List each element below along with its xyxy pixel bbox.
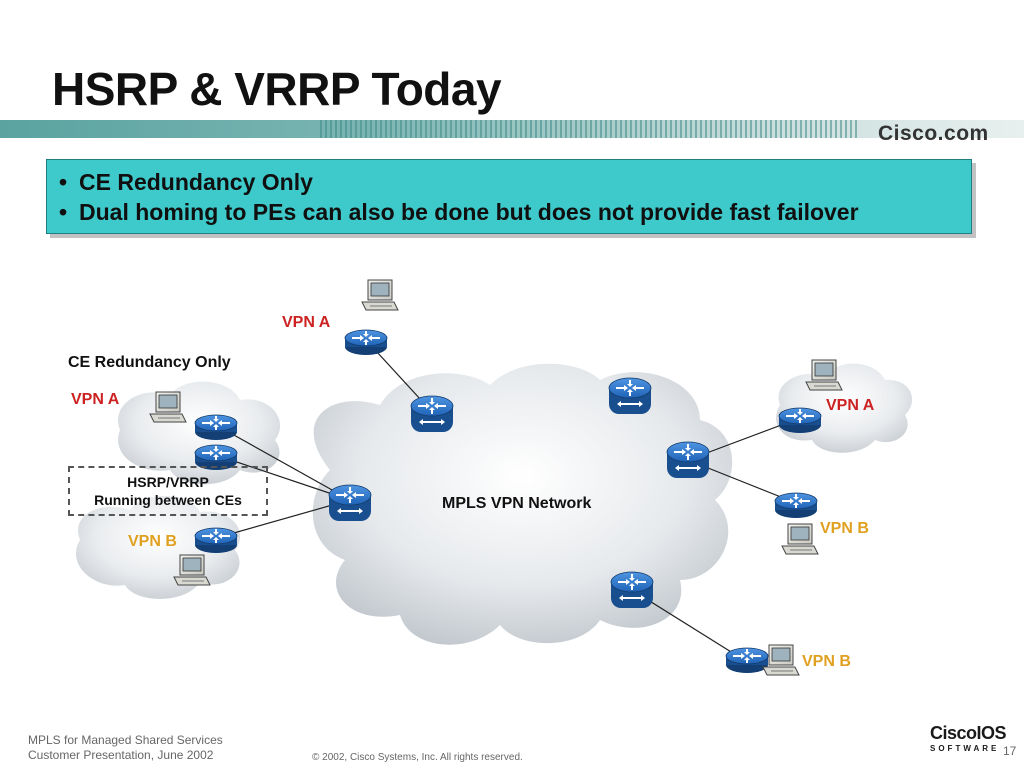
- ce-router-left-vpn-b: [194, 527, 238, 554]
- vpn-label-right-a: VPN A: [826, 397, 875, 414]
- hsrp-line-1: HSRP/VRRP: [127, 474, 209, 490]
- bullet-text: Dual homing to PEs can also be done but …: [79, 199, 859, 225]
- pe-router-right: [666, 441, 710, 479]
- section-heading: CE Redundancy Only: [68, 354, 231, 371]
- bullet-text: CE Redundancy Only: [79, 169, 313, 195]
- header-stripe-bar: [0, 120, 1024, 138]
- ce-router-bottom-vpn-b: [725, 647, 769, 674]
- footer-line-2: Customer Presentation, June 2002: [28, 748, 214, 762]
- ce-router-right-vpn-a: [778, 407, 822, 434]
- pc-icon: [762, 644, 800, 676]
- vpn-label-bottom-b: VPN B: [802, 653, 851, 670]
- hsrp-annotation-box: HSRP/VRRP Running between CEs: [68, 466, 268, 516]
- logo-word: CiscoIOS: [930, 723, 1007, 743]
- cloud-label: MPLS VPN Network: [442, 495, 592, 512]
- cisco-ios-logo: CiscoIOS SOFTWARE: [930, 723, 1007, 754]
- vpn-label-left-a: VPN A: [71, 391, 120, 408]
- vpn-label-left-b: VPN B: [128, 533, 177, 550]
- bullet-item: •CE Redundancy Only: [59, 169, 313, 195]
- pe-router-left: [328, 484, 372, 522]
- bullet-item: •Dual homing to PEs can also be done but…: [59, 199, 859, 225]
- ce-router-right-vpn-b: [774, 492, 818, 519]
- vpn-label-right-b: VPN B: [820, 520, 869, 537]
- copyright-text: © 2002, Cisco Systems, Inc. All rights r…: [312, 752, 523, 763]
- slide-title: HSRP & VRRP Today: [52, 63, 502, 115]
- pe-router-bottom: [610, 571, 654, 609]
- pc-icon: [781, 523, 819, 555]
- ce-router-left-vpn-a-1: [194, 414, 238, 441]
- bullet-box: •CE Redundancy Only •Dual homing to PEs …: [46, 159, 972, 234]
- p-router-top-right: [608, 377, 652, 415]
- pe-router-top: [410, 395, 454, 433]
- footer-line-1: MPLS for Managed Shared Services: [28, 733, 223, 747]
- vpn-label-top: VPN A: [282, 314, 331, 331]
- logo-sub: SOFTWARE: [930, 744, 1000, 753]
- pc-icon: [361, 279, 399, 311]
- cisco-com-logo: Cisco.com: [878, 122, 989, 145]
- hsrp-line-2: Running between CEs: [94, 492, 242, 508]
- ce-router-top-vpn-a: [344, 329, 388, 356]
- page-number: 17: [1003, 744, 1017, 758]
